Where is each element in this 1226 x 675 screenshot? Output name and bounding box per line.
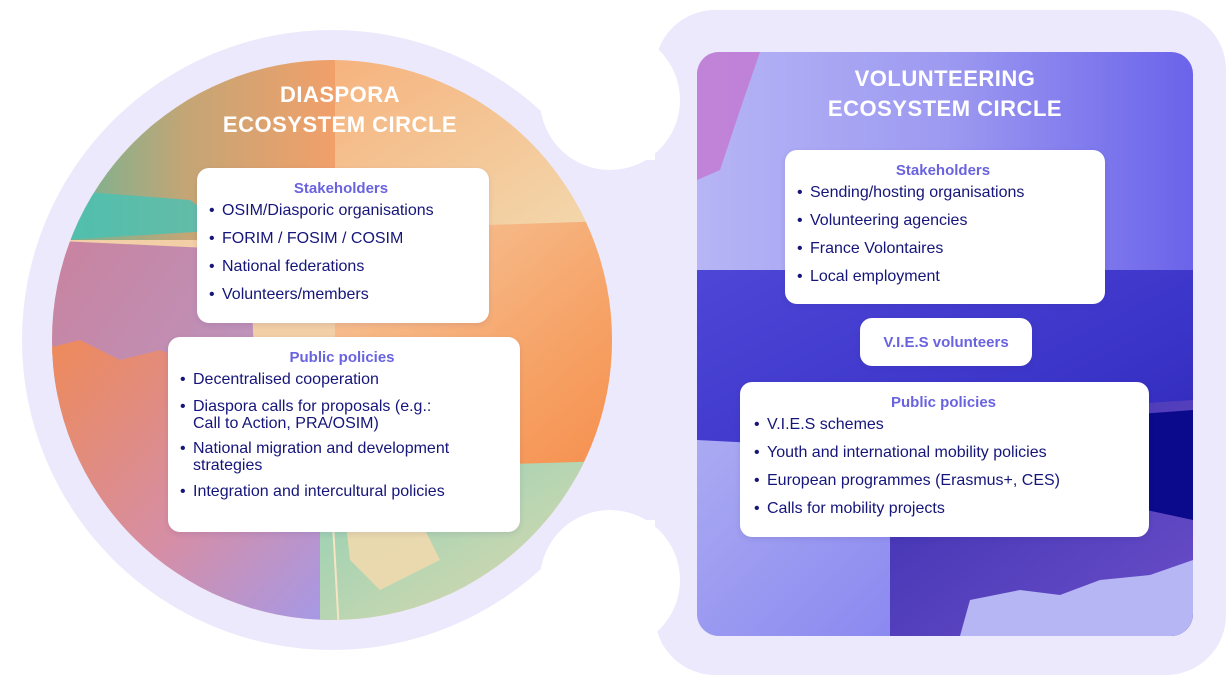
list-item: Youth and international mobility policie… [754, 443, 1133, 463]
list-item: France Volontaires [797, 239, 1089, 259]
list-item: FORIM / FOSIM / COSIM [209, 229, 473, 249]
list-item: National migration and development strat… [180, 440, 504, 474]
list-item: National federations [209, 257, 473, 277]
diaspora-policies-title: Public policies [289, 349, 395, 366]
volunteering-title-line2: ECOSYSTEM CIRCLE [827, 96, 1063, 121]
vies-volunteers-label: V.I.E.S volunteers [883, 333, 1009, 351]
list-item: Diaspora calls for proposals (e.g.: Call… [180, 398, 453, 432]
diaspora-stakeholders-title: Stakeholders [293, 180, 389, 197]
list-item: Volunteering agencies [797, 211, 1089, 231]
list-item: Calls for mobility projects [754, 499, 1133, 519]
list-item: Volunteers/members [209, 285, 473, 305]
volunteering-policies-title: Public policies [890, 394, 997, 411]
diaspora-title: DIASPORA ECOSYSTEM CIRCLE [200, 80, 480, 140]
diaspora-policies-list: Decentralised cooperation Diaspora calls… [180, 370, 504, 502]
volunteering-policies-list: V.I.E.S schemes Youth and international … [754, 415, 1133, 519]
vies-volunteers-badge: V.I.E.S volunteers [860, 318, 1032, 366]
list-item: V.I.E.S schemes [754, 415, 1133, 435]
volunteering-stakeholders-title: Stakeholders [895, 162, 991, 179]
volunteering-stakeholders-list: Sending/hosting organisations Volunteeri… [797, 183, 1089, 287]
volunteering-title: VOLUNTEERING ECOSYSTEM CIRCLE [795, 64, 1095, 124]
diaspora-stakeholders-list: OSIM/Diasporic organisations FORIM / FOS… [209, 201, 473, 305]
diaspora-title-line1: DIASPORA [279, 82, 401, 107]
list-item: Sending/hosting organisations [797, 183, 1089, 203]
list-item: Local employment [797, 267, 1089, 287]
diaspora-stakeholders-card: Stakeholders OSIM/Diasporic organisation… [197, 168, 489, 323]
diaspora-title-line2: ECOSYSTEM CIRCLE [222, 112, 458, 137]
volunteering-stakeholders-card: Stakeholders Sending/hosting organisatio… [785, 150, 1105, 304]
list-item: OSIM/Diasporic organisations [209, 201, 473, 221]
list-item: Decentralised cooperation [180, 370, 504, 390]
list-item: Integration and intercultural policies [180, 482, 504, 502]
volunteering-title-line1: VOLUNTEERING [854, 66, 1036, 91]
volunteering-policies-card: Public policies V.I.E.S schemes Youth an… [740, 382, 1149, 537]
diaspora-policies-card: Public policies Decentralised cooperatio… [168, 337, 520, 532]
list-item: European programmes (Erasmus+, CES) [754, 471, 1133, 491]
